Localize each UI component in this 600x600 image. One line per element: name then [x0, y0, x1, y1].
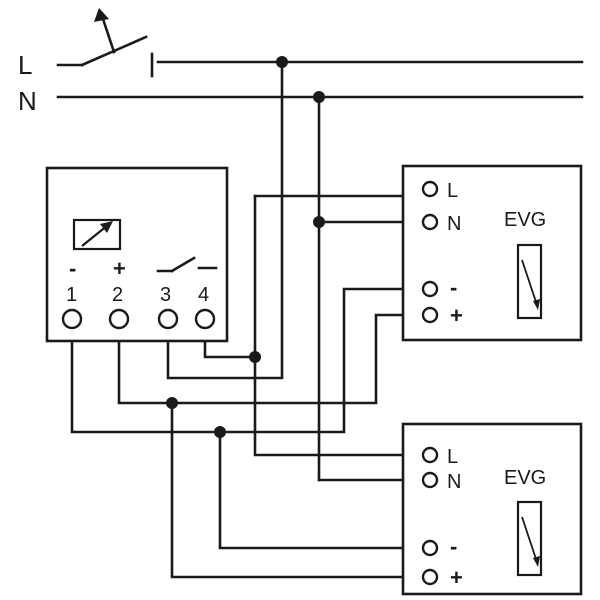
lamp-icon [516, 500, 543, 577]
ballast-1: L N - + EVG [401, 164, 583, 342]
switch-arrow-icon [94, 8, 109, 22]
ballast-1-title: EVG [504, 209, 546, 231]
sensor-symbol-icon [72, 218, 122, 251]
terminal-2-screw [108, 308, 130, 330]
relay-contact-icon [156, 256, 218, 273]
junction-dots [166, 56, 325, 438]
ballast-1-minus-label: - [450, 275, 457, 300]
ballast-2-title: EVG [504, 467, 546, 489]
sensor-unit: - + 1 2 3 4 [45, 166, 229, 343]
ballast-2-minus-label: - [450, 534, 457, 559]
ballast-2-n-label: N [447, 471, 461, 493]
terminal-3-screw [157, 308, 179, 330]
terminal-1-number: 1 [66, 284, 77, 306]
terminal-3-number: 3 [160, 284, 171, 306]
mains-line-label: L [18, 50, 32, 80]
ballast-2-plus-label: + [450, 565, 463, 590]
lamp-icon [516, 243, 543, 320]
terminal-2-polarity: + [113, 256, 126, 281]
wiring [70, 60, 420, 579]
mains-neutral-label: N [18, 86, 37, 116]
terminal-4-number: 4 [198, 284, 209, 306]
ballast-1-plus-label: + [450, 303, 463, 328]
ballast-2: L N - + EVG [401, 422, 583, 596]
main-switch [56, 8, 154, 78]
terminal-4-screw [194, 308, 216, 330]
ballast-2-l-label: L [447, 446, 458, 468]
ballast-1-n-label: N [447, 213, 461, 235]
terminal-2-number: 2 [112, 284, 123, 306]
terminal-1-screw [61, 308, 83, 330]
ballast-1-l-label: L [447, 180, 458, 202]
terminal-1-polarity: - [69, 256, 76, 281]
